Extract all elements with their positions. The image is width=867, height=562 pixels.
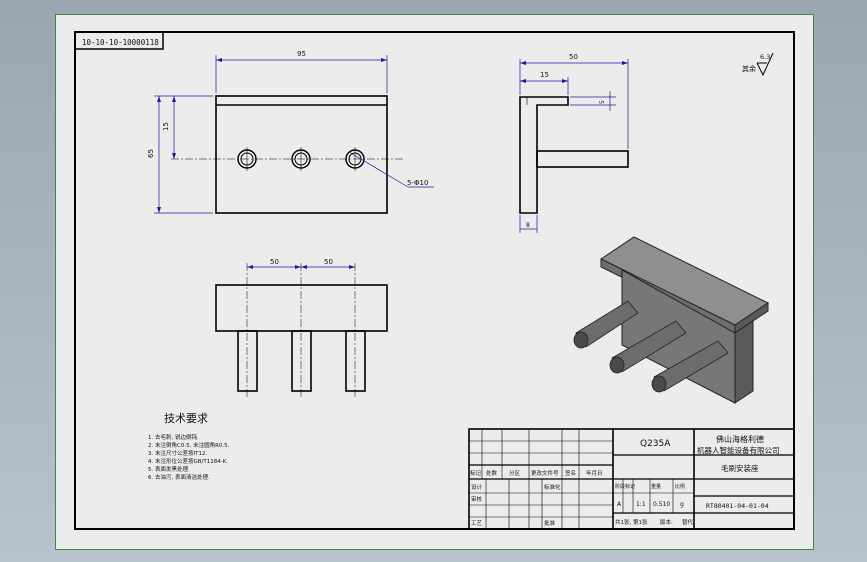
drawing-frame	[74, 31, 795, 530]
tech-item-5: 5. 表面发黑处理.	[148, 465, 190, 473]
replace-label: 替代:	[682, 518, 695, 526]
stage-value: A	[617, 501, 622, 508]
roughness-value: 6.3	[760, 53, 770, 61]
weight-label: 重量	[651, 483, 661, 490]
header-mark: 标记	[470, 469, 482, 477]
header-signature: 签名	[565, 469, 576, 477]
dim-front-width: 95	[297, 50, 306, 58]
dim-side-offset: 15	[540, 71, 549, 79]
scale-value: 1:1	[636, 501, 646, 508]
company-line-2: 机器人智能设备有限公司	[697, 445, 780, 455]
tech-title: 技术要求	[164, 412, 208, 425]
dim-front-top: 15	[162, 122, 170, 131]
weight-unit: g	[680, 501, 684, 508]
tech-item-3: 3. 未注尺寸公差按IT12.	[148, 449, 207, 457]
drawing-number: RT80401-04-01-04	[706, 502, 769, 510]
dim-hole-callout: 5-Φ10	[407, 179, 428, 187]
scale-label: 比例	[675, 483, 685, 490]
roughness-prefix: 其余	[742, 64, 756, 73]
company-line-1: 佛山海格利德	[716, 434, 764, 444]
tech-item-6: 6. 去油污, 表面清洁处理.	[148, 473, 210, 481]
design-label: 设计	[471, 483, 483, 491]
tech-item-1: 1. 去毛刺, 锐边倒钝.	[148, 433, 199, 441]
part-name: 毛刷安装座	[721, 463, 759, 473]
approve-label: 批准	[544, 519, 556, 527]
header-count: 处数	[486, 469, 498, 477]
side-view: 50 15 5 8	[519, 53, 629, 233]
header-date: 年月日	[586, 469, 603, 477]
code-box	[74, 31, 164, 50]
standardize-label: 标准化	[544, 483, 561, 491]
roughness-symbol: 其余 6.3	[742, 52, 774, 77]
tech-item-2: 2. 未注倒角C0.5, 未注圆角R0.5.	[148, 441, 230, 449]
isometric-view	[573, 236, 769, 404]
dim-side-width: 50	[569, 53, 578, 61]
weight-value: 0.510	[653, 501, 670, 508]
version-label: 版本:	[660, 518, 673, 526]
header-zone: 分区	[509, 469, 521, 477]
front-view: 95 65 15 5-Φ10	[147, 50, 434, 214]
dim-front-height: 65	[147, 149, 155, 158]
material: Q235A	[640, 439, 671, 449]
dim-side-small: 5	[599, 100, 606, 104]
dim-bottom-spacing-1: 50	[270, 258, 279, 266]
sheet-info: 共1张, 第1张	[615, 518, 648, 526]
tech-item-4: 4. 未注形位公差按GB/T1184-K.	[148, 457, 228, 465]
drawing-code: 10-10-10-10000118	[82, 38, 159, 47]
dim-bottom-spacing-2: 50	[324, 258, 333, 266]
header-change-doc: 更改文件号	[531, 469, 559, 477]
process-label: 工艺	[471, 520, 483, 527]
drawing-svg: 10-10-10-10000118 95 65 15	[74, 31, 795, 530]
title-block-text: 标记 处数 分区 更改文件号 签名 年月日 设计 标准化 审核 批准 工艺 Q2…	[470, 434, 780, 527]
tech-requirements: 技术要求 1. 去毛刺, 锐边倒钝. 2. 未注倒角C0.5, 未注圆角R0.5…	[148, 412, 230, 481]
bottom-view: 50 50	[215, 258, 388, 397]
title-block	[468, 428, 795, 530]
stage-label: 阶段标记	[615, 483, 635, 490]
drawing-sheet: 10-10-10-10000118 95 65 15	[55, 14, 814, 550]
review-label: 审核	[471, 495, 483, 503]
dim-side-base: 8	[526, 222, 530, 229]
